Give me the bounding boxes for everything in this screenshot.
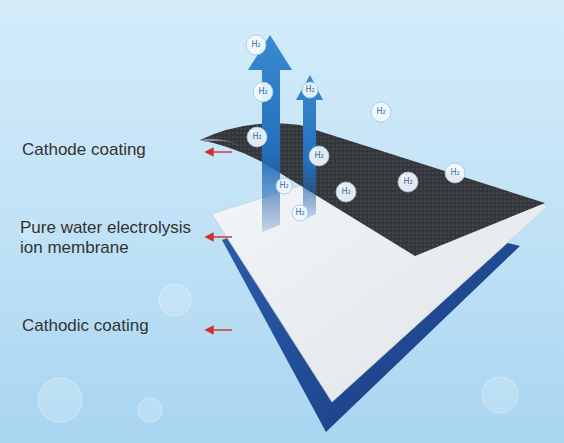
leader-arrows: [206, 149, 232, 334]
h2-bubble: [336, 182, 356, 202]
h2-bubble: [398, 172, 418, 192]
h2-bubble: [371, 102, 391, 122]
leader-head: [206, 327, 213, 334]
h2-label: H₂: [299, 84, 321, 96]
h2-label: H₂: [245, 39, 267, 51]
bubble-circle: [247, 127, 267, 147]
bubble-circle: [445, 163, 465, 183]
layer-label: Cathodic coating: [22, 316, 207, 336]
h2-label: H₂: [335, 186, 357, 198]
h2-bubble: [253, 82, 273, 102]
h2-bubble: [445, 163, 465, 183]
bubble-circle: [371, 102, 391, 122]
bubble-circle: [246, 35, 266, 55]
leader-head: [206, 149, 213, 156]
h2-label: H₂: [289, 207, 311, 219]
leader-line: [212, 151, 232, 152]
bubble-circle: [253, 82, 273, 102]
h2-label: H₂: [246, 131, 268, 143]
layer-label: Pure water electrolysis ion membrane: [20, 218, 210, 258]
h2-bubble: [246, 35, 266, 55]
h2-label: H₂: [370, 106, 392, 118]
bubble-circle: [309, 146, 329, 166]
deco-bubble: [138, 398, 162, 422]
bubble-circle: [398, 172, 418, 192]
leader-line: [212, 329, 232, 330]
h2-label: H₂: [273, 180, 295, 192]
h2-label: H₂: [252, 86, 274, 98]
h2-bubbles: [246, 35, 465, 221]
h2-label: H₂: [308, 150, 330, 162]
h2-label: H₂: [444, 167, 466, 179]
leader-head: [206, 234, 213, 241]
deco-bubble: [159, 284, 191, 316]
h2-label: H₂: [397, 176, 419, 188]
layer-label: Cathode coating: [22, 140, 207, 160]
h2-bubble: [309, 146, 329, 166]
bubble-circle: [336, 182, 356, 202]
h2-bubble: [247, 127, 267, 147]
deco-bubble: [38, 378, 82, 422]
cathode-coating-layer: [200, 123, 545, 256]
leader-line: [212, 236, 232, 237]
deco-bubble: [482, 377, 518, 413]
sheet-curl: [200, 139, 240, 146]
